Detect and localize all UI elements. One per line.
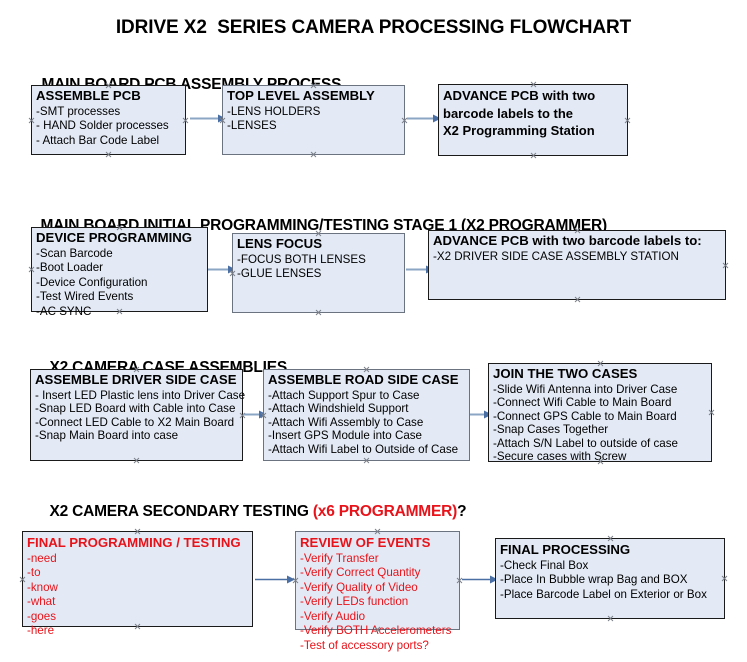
section-heading-text: X2 CAMERA SECONDARY TESTING: [49, 503, 313, 520]
node-line: -Attach Wifi Assembly to Case: [268, 415, 424, 429]
node-line: X2 Programming Station: [443, 122, 595, 138]
node-final-processing[interactable]: FINAL PROCESSING -Check Final Box -Place…: [495, 538, 725, 619]
node-line: -Snap LED Board with Cable into Case: [35, 402, 236, 416]
node-title: REVIEW OF EVENTS: [300, 535, 431, 550]
node-line: -Connect GPS Cable to Main Board: [493, 409, 677, 423]
node-line: -Snap Cases Together: [493, 423, 609, 437]
node-line: -LENSES: [227, 119, 277, 133]
node-line: -Secure cases with Screw: [493, 450, 627, 464]
node-title: LENS FOCUS: [237, 236, 322, 251]
node-title: ASSEMBLE PCB: [36, 88, 141, 103]
node-line: -Scan Barcode: [36, 246, 113, 260]
resize-handle-right[interactable]: [182, 117, 189, 124]
node-line: -Verify Quality of Video: [300, 580, 418, 594]
node-top-level-assembly[interactable]: TOP LEVEL ASSEMBLY -LENS HOLDERS -LENSES: [222, 85, 405, 155]
node-line: -Verify Transfer: [300, 551, 379, 565]
node-line: -Test Wired Events: [36, 290, 134, 304]
resize-handle-right[interactable]: [722, 262, 729, 269]
node-line: -Verify Correct Quantity: [300, 566, 421, 580]
node-line-overflow: -Test of accessory ports?: [300, 639, 429, 653]
node-title: ASSEMBLE ROAD SIDE CASE: [268, 372, 459, 387]
node-title: JOIN THE TWO CASES: [493, 366, 638, 381]
node-title: DEVICE PROGRAMMING: [36, 230, 193, 245]
resize-handle-bottom[interactable]: [363, 457, 370, 464]
node-join-the-two-cases[interactable]: JOIN THE TWO CASES -Slide Wifi Antenna i…: [488, 363, 715, 464]
node-line: -Verify Audio: [300, 609, 366, 623]
node-final-programming-testing[interactable]: FINAL PROGRAMMING / TESTING -need -to -k…: [19, 531, 253, 637]
node-line: -Place Barcode Label on Exterior or Box: [500, 587, 707, 601]
node-line: -Device Configuration: [36, 275, 148, 289]
node-line: -Slide Wifi Antenna into Driver Case: [493, 382, 678, 396]
resize-handle-top[interactable]: [607, 535, 614, 542]
node-line: -Attach Wifi Label to Outside of Case: [268, 442, 459, 456]
node-device-programming[interactable]: DEVICE PROGRAMMING -Scan Barcode -Boot L…: [28, 227, 208, 318]
node-title: FINAL PROCESSING: [500, 542, 631, 557]
node-line: -Connect Wifi Cable to Main Board: [493, 396, 672, 410]
node-lens-focus[interactable]: LENS FOCUS -FOCUS BOTH LENSES -GLUE LENS…: [232, 233, 405, 313]
node-line: barcode labels to the: [443, 105, 574, 121]
resize-handle-right[interactable]: [708, 409, 715, 416]
resize-handle-left[interactable]: [28, 266, 35, 273]
resize-handle-left[interactable]: [28, 117, 35, 124]
node-line: -Attach Windshield Support: [268, 402, 409, 416]
node-line: -X2 DRIVER SIDE CASE ASSEMBLY STATION: [433, 249, 679, 263]
node-title: ADVANCE PCB with two: [443, 88, 596, 103]
resize-handle-bottom[interactable]: [607, 615, 614, 622]
node-line: -goes: [27, 609, 57, 623]
node-line: -to: [27, 566, 41, 580]
node-line: -know: [27, 580, 58, 594]
resize-handle-bottom[interactable]: [310, 151, 317, 158]
node-title: FINAL PROGRAMMING / TESTING: [27, 535, 241, 550]
node-assemble-driver-side-case[interactable]: ASSEMBLE DRIVER SIDE CASE - Insert LED P…: [30, 369, 246, 464]
section-heading-accent: (x6 PROGRAMMER): [312, 503, 458, 520]
node-line: -what: [27, 595, 56, 609]
node-title: ADVANCE PCB with two barcode labels to:: [433, 233, 702, 248]
node-line: -Boot Loader: [36, 261, 104, 275]
node-line: -SMT processes: [36, 104, 121, 118]
node-title: ASSEMBLE DRIVER SIDE CASE: [35, 372, 237, 387]
resize-handle-right[interactable]: [721, 575, 728, 582]
resize-handle-bottom[interactable]: [133, 457, 140, 464]
resize-handle-right[interactable]: [624, 117, 631, 124]
node-line: -here: [27, 624, 55, 638]
node-line: -Insert GPS Module into Case: [268, 429, 423, 443]
resize-handle-left[interactable]: [19, 576, 26, 583]
resize-handle-bottom[interactable]: [530, 152, 537, 159]
connector-assemble-pcb-to-top-level-assembly: [190, 113, 226, 124]
node-line: -LENS HOLDERS: [227, 104, 321, 118]
page-title: IDRIVE X2 SERIES CAMERA PROCESSING FLOWC…: [115, 17, 632, 38]
node-advance-pcb-to-x2-programming-station[interactable]: ADVANCE PCB with two barcode labels to t…: [438, 84, 628, 156]
node-line: -AC SYNC: [36, 304, 92, 318]
node-line: -Snap Main Board into case: [35, 429, 179, 443]
node-line: -Connect LED Cable to X2 Main Board: [35, 415, 235, 429]
connector-final-programming-to-review-of-events: [255, 574, 295, 585]
resize-handle-bottom[interactable]: [105, 151, 112, 158]
node-line: -Check Final Box: [500, 558, 589, 572]
node-line: -GLUE LENSES: [237, 267, 322, 281]
node-title: TOP LEVEL ASSEMBLY: [227, 88, 375, 103]
resize-handle-top[interactable]: [530, 81, 537, 88]
section-heading-x2-camera-secondary-testing: X2 CAMERA SECONDARY TESTING (x6 PROGRAMM…: [33, 485, 466, 539]
node-line: -Attach Support Spur to Case: [268, 388, 420, 402]
node-review-of-events[interactable]: REVIEW OF EVENTS -Verify Transfer -Verif…: [295, 531, 460, 652]
node-assemble-road-side-case[interactable]: ASSEMBLE ROAD SIDE CASE -Attach Support …: [263, 369, 470, 461]
node-advance-pcb-to-driver-side-case-station[interactable]: ADVANCE PCB with two barcode labels to: …: [428, 230, 726, 300]
connector-top-level-assembly-to-advance-pcb: [407, 113, 441, 124]
node-line: -Verify LEDs function: [300, 595, 409, 609]
node-line: -Place In Bubble wrap Bag and BOX: [500, 573, 688, 587]
node-assemble-pcb[interactable]: ASSEMBLE PCB -SMT processes - HAND Solde…: [31, 85, 186, 155]
node-line: - Attach Bar Code Label: [36, 133, 160, 147]
node-line: -Verify BOTH Accelerometers: [300, 624, 452, 638]
node-line: -FOCUS BOTH LENSES: [237, 252, 366, 266]
node-line: -Attach S/N Label to outside of case: [493, 436, 678, 450]
resize-handle-bottom[interactable]: [315, 309, 322, 316]
node-line: - Insert LED Plastic lens into Driver Ca…: [35, 388, 246, 402]
node-line: -need: [27, 551, 57, 565]
section-heading-suffix: ?: [457, 503, 467, 520]
resize-handle-bottom[interactable]: [574, 296, 581, 303]
node-line: - HAND Solder processes: [36, 119, 169, 133]
connector-review-of-events-to-final-processing: [462, 574, 498, 585]
